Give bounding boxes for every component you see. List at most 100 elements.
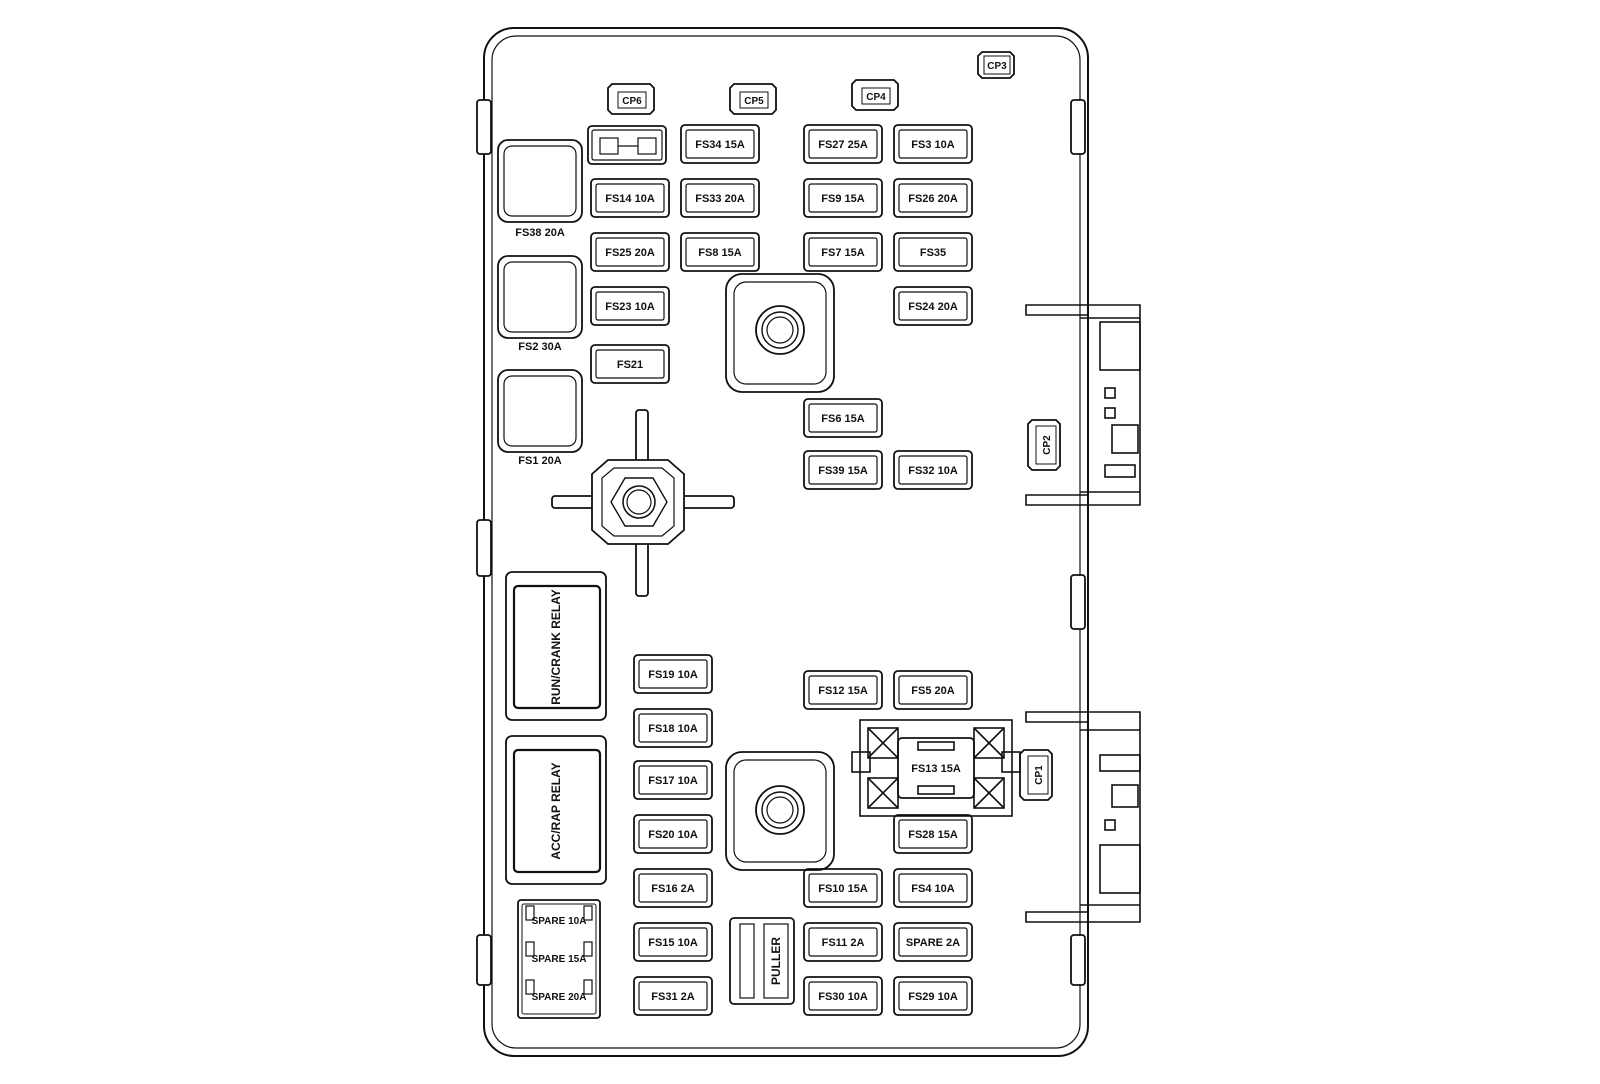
fuse-fs32-body (893, 450, 973, 490)
fuse-fs8-label: FS8 15A (698, 247, 741, 259)
fuse-spare2a: SPARE 2A (893, 922, 973, 962)
fuse-fs7-inner (808, 237, 878, 267)
fuse-fs10-body (803, 868, 883, 908)
fuse-fs39-body (803, 450, 883, 490)
fs13-block: FS13 15A (851, 719, 1021, 817)
fuse-fs33-inner (685, 183, 755, 213)
fuse-fs3-label: FS3 10A (911, 139, 954, 151)
fuse-fs19-inner (638, 659, 708, 689)
fuse-fs15-inner (638, 927, 708, 957)
fuse-fs20-body (633, 814, 713, 854)
fuse-fs31: FS31 2A (633, 976, 713, 1016)
fuse-spare2a-label: SPARE 2A (906, 937, 960, 949)
fuse-fs14: FS14 10A (590, 178, 670, 218)
fuse-fs9-label: FS9 15A (821, 193, 864, 205)
puller-label: PULLER (769, 937, 783, 985)
fuse-fs10-inner (808, 873, 878, 903)
fuse-fs27-inner (808, 129, 878, 159)
fuse-fs10: FS10 15A (803, 868, 883, 908)
fuse-fs23-body (590, 286, 670, 326)
right-connector-lower (1025, 711, 1141, 923)
fuse-fs39-inner (808, 455, 878, 485)
fuse-fs34-body (680, 124, 760, 164)
relay-run-crank: RUN/CRANK RELAY (505, 571, 607, 721)
cp1: CP1 (1019, 749, 1053, 801)
spare-fuse-holder: SPARE 10A SPARE 15A SPARE 20A (517, 899, 601, 1019)
fuse-fs21: FS21 (590, 344, 670, 384)
cp6: CP6 (607, 83, 655, 115)
large-fuse-fs2: FS2 30A (497, 255, 583, 353)
fuse-fs4: FS4 10A (893, 868, 973, 908)
fuse-fs16: FS16 2A (633, 868, 713, 908)
lower-stud (725, 751, 835, 871)
fuse-spare2a-inner (898, 927, 968, 957)
fuse-fs34: FS34 15A (680, 124, 760, 164)
fuse-fs18-inner (638, 713, 708, 743)
fuse-fs12-label: FS12 15A (818, 685, 868, 697)
fuse-fs11: FS11 2A (803, 922, 883, 962)
fuse-fs28-body (893, 814, 973, 854)
fuse-fs28-inner (898, 819, 968, 849)
cp4: CP4 (851, 79, 899, 111)
fuse-puller: PULLER (729, 917, 795, 1005)
fuse-fs25-body (590, 232, 670, 272)
fuse-fs14-inner (595, 183, 665, 213)
fuse-spare2a-body (893, 922, 973, 962)
cp5: CP5 (729, 83, 777, 115)
fuse-fs8-inner (685, 237, 755, 267)
fuse-fs28-label: FS28 15A (908, 829, 958, 841)
fuse-fs33-body (680, 178, 760, 218)
fuse-fs31-body (633, 976, 713, 1016)
large-fuse-fs38: FS38 20A (497, 139, 583, 239)
fuse-fs20-inner (638, 819, 708, 849)
fuse-fs21-inner (595, 349, 665, 379)
fuse-fs19-label: FS19 10A (648, 669, 698, 681)
fuse-fs39-label: FS39 15A (818, 465, 868, 477)
fuse-fs25-inner (595, 237, 665, 267)
relay-run-crank-label: RUN/CRANK RELAY (549, 589, 563, 705)
fuse-fs15-label: FS15 10A (648, 937, 698, 949)
fuse-fs24-inner (898, 291, 968, 321)
spare-10a-label: SPARE 10A (532, 916, 587, 927)
cp1-label: CP1 (1034, 765, 1045, 785)
fuse-fs24-label: FS24 20A (908, 301, 958, 313)
large-fuse-fs2-label: FS2 30A (518, 341, 561, 353)
relay-acc-rap-label: ACC/RAP RELAY (549, 762, 563, 859)
fuse-fs4-label: FS4 10A (911, 883, 954, 895)
fuse-fs34-label: FS34 15A (695, 139, 745, 151)
fuse-fs31-label: FS31 2A (651, 991, 694, 1003)
spare-20a-label: SPARE 20A (532, 992, 587, 1003)
fuse-fs4-inner (898, 873, 968, 903)
center-nut (551, 409, 735, 597)
fuse-fs29: FS29 10A (893, 976, 973, 1016)
fuse-fs10-label: FS10 15A (818, 883, 868, 895)
fuse-fs33-label: FS33 20A (695, 193, 745, 205)
fuse-fs30-body (803, 976, 883, 1016)
fuse-fs17-inner (638, 765, 708, 795)
fuse-fs29-inner (898, 981, 968, 1011)
fuse-fs18-label: FS18 10A (648, 723, 698, 735)
cp3: CP3 (977, 51, 1015, 79)
large-fuse-fs1-label: FS1 20A (518, 455, 561, 467)
fuse-fs25: FS25 20A (590, 232, 670, 272)
mini-fuses: FS34 15A FS27 25A FS3 10A FS14 10A FS33 20A F… (590, 124, 973, 1016)
fuse-fs3-body (893, 124, 973, 164)
fuse-fs32: FS32 10A (893, 450, 973, 490)
fuse-fs12: FS12 15A (803, 670, 883, 710)
fuse-fs30-label: FS30 10A (818, 991, 868, 1003)
fuse-fs9-inner (808, 183, 878, 213)
fuse-fs7-body (803, 232, 883, 272)
fuse-fs14-body (590, 178, 670, 218)
fuse-fs14-label: FS14 10A (605, 193, 655, 205)
fuse-fs26-inner (898, 183, 968, 213)
cp3-label: CP3 (987, 61, 1007, 72)
fuse-fs27-label: FS27 25A (818, 139, 868, 151)
fuse-fs23-label: FS23 10A (605, 301, 655, 313)
fs13-label: FS13 15A (911, 763, 961, 775)
fuse-fs35-inner (898, 237, 968, 267)
fuse-fs35-label: FS35 (920, 247, 946, 259)
fuse-fs8-body (680, 232, 760, 272)
cp5-label: CP5 (744, 96, 764, 107)
large-fuse-fs1: FS1 20A (497, 369, 583, 467)
fuse-fs26: FS26 20A (893, 178, 973, 218)
